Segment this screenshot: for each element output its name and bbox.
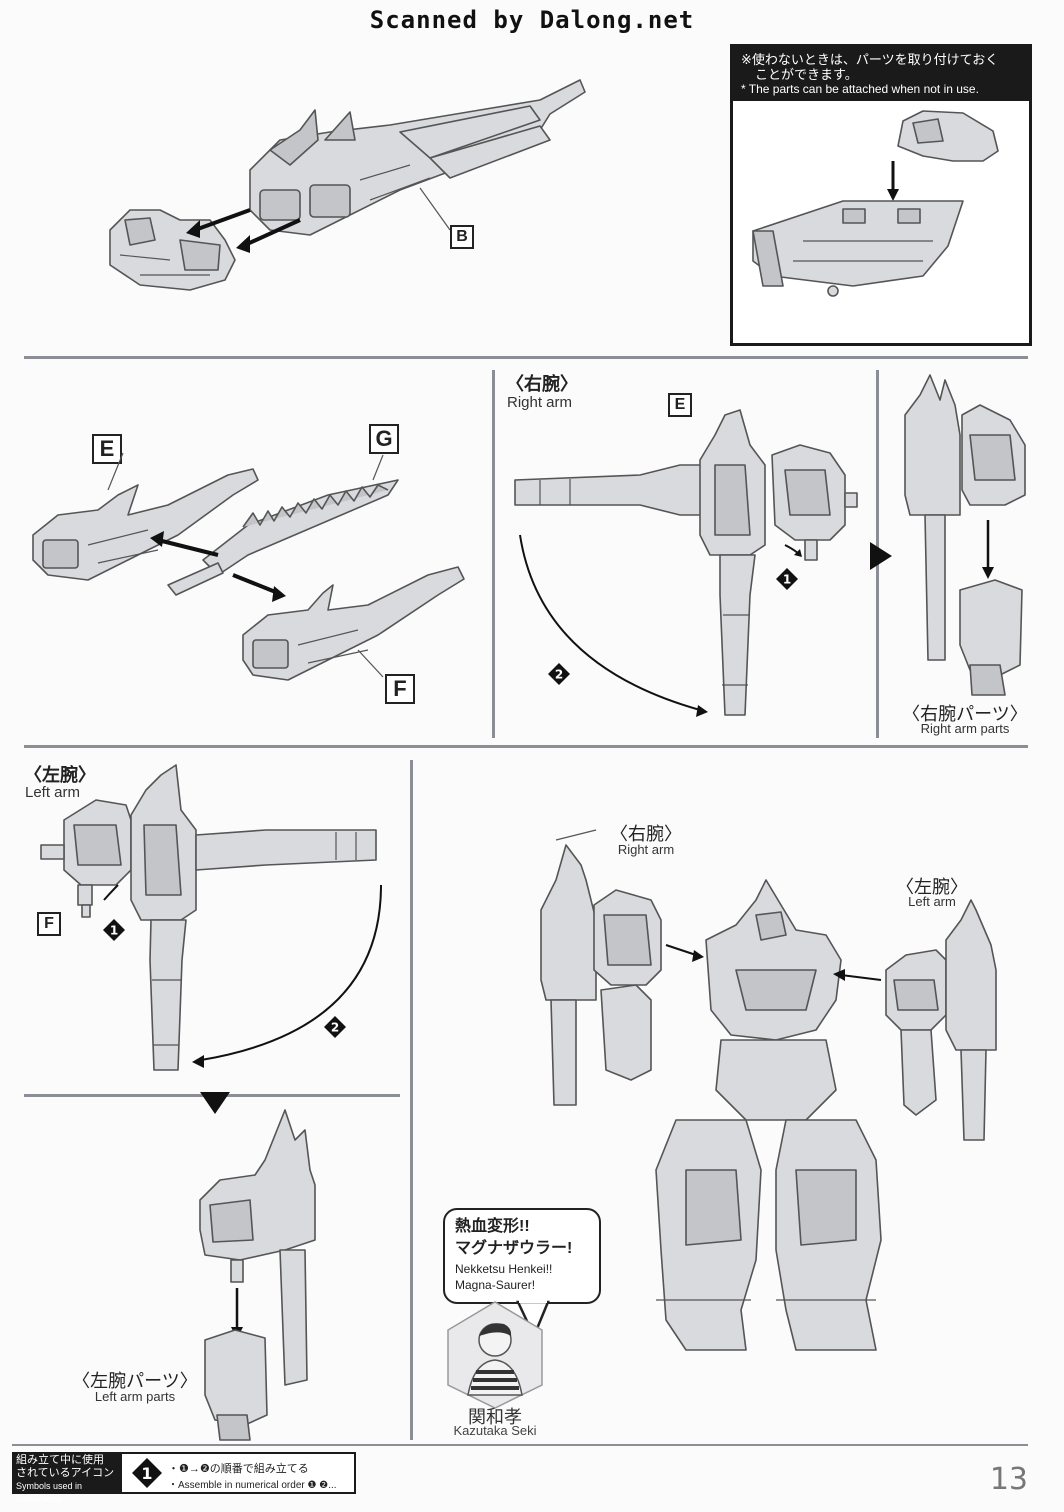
right-arm-title-jp: 〈右腕〉	[506, 374, 578, 394]
weapon-combine-illustration	[32, 452, 465, 681]
character-portrait	[447, 1301, 543, 1409]
svg-text:1: 1	[110, 924, 118, 938]
icon-legend-desc: 1 ・❶→❷の順番で組み立てる ・Assemble in numerical o…	[120, 1452, 356, 1494]
legend-jp-line2: されているアイコン	[16, 1467, 115, 1479]
left-arm-parts-en: Left arm parts	[94, 1389, 176, 1404]
left-arm-illustration	[40, 764, 382, 1071]
right-arm-parts-en: Right arm parts	[920, 721, 1010, 736]
step-2-icon-right: 2	[548, 663, 570, 685]
divider-footer	[12, 1444, 1028, 1446]
legend-desc-jp: ・❶→❷の順番で組み立てる	[168, 1463, 309, 1475]
svg-text:1: 1	[141, 1464, 152, 1483]
part-label-g: G	[369, 424, 399, 454]
part-label-f: F	[385, 674, 415, 704]
note-box: ※使わないときは、パーツを取り付けておく ことができます。 * The part…	[730, 44, 1032, 346]
svg-text:2: 2	[331, 1021, 339, 1035]
next-step-arrow	[870, 542, 892, 570]
left-arm-parts-jp: 〈左腕パーツ〉	[72, 1371, 198, 1391]
divider-vertical-3	[410, 760, 413, 1440]
divider-vertical-1	[492, 370, 495, 738]
legend-en: Symbols used in instructions	[16, 1481, 83, 1504]
speech-bubble-tail	[516, 1299, 550, 1340]
note-jp-line1: ※使わないときは、パーツを取り付けておく	[741, 52, 999, 67]
character-name-en: Kazutaka Seki	[453, 1423, 537, 1438]
svg-text:1: 1	[783, 573, 791, 587]
left-arm-title-en: Left arm	[25, 784, 81, 801]
final-right-arm-en: Right arm	[617, 842, 675, 857]
speech-en-line2: Magna-Saurer!	[455, 1278, 536, 1292]
left-arm-parts-illustration	[199, 1109, 316, 1441]
right-arm-parts-illustration	[904, 374, 1026, 696]
right-arm-title-en: Right arm	[507, 394, 573, 411]
down-step-arrow	[200, 1092, 230, 1114]
final-right-arm-jp: 〈右腕〉	[610, 824, 682, 844]
step-1-icon-right: 1	[776, 568, 798, 590]
part-label-f-leftarm: F	[37, 912, 61, 936]
character-name-jp: 関和孝	[468, 1407, 522, 1427]
page-number: 13	[989, 1462, 1028, 1497]
note-jp-line2: ことができます。	[755, 67, 858, 82]
part-label-e-rightarm: E	[668, 393, 692, 417]
weapon-b-illustration	[109, 79, 586, 291]
final-robot-illustration	[540, 829, 997, 1351]
svg-text:2: 2	[555, 668, 563, 682]
left-arm-title-jp: 〈左腕〉	[24, 765, 96, 785]
note-stand-illustration	[752, 110, 999, 297]
part-label-b: B	[450, 225, 474, 249]
right-arm-illustration	[514, 409, 858, 717]
step-2-icon-left: 2	[324, 1016, 346, 1038]
speech-bubble: 熱血変形!! マグナザウラー! Nekketsu Henkei!! Magna-…	[443, 1208, 601, 1304]
speech-jp-line1: 熱血変形!!	[455, 1218, 530, 1235]
legend-desc-en: ・Assemble in numerical order ❶ ❷...	[168, 1480, 337, 1491]
divider-top	[24, 356, 1028, 359]
final-left-arm-jp: 〈左腕〉	[896, 877, 968, 897]
divider-middle	[24, 745, 1028, 748]
final-left-arm-en: Left arm	[908, 894, 956, 909]
speech-jp-line2: マグナザウラー!	[455, 1240, 573, 1257]
icon-legend-box: 組み立て中に使用 されているアイコン Symbols used in instr…	[12, 1452, 120, 1504]
numbered-step-icon: 1	[132, 1458, 162, 1488]
step-1-icon-left: 1	[103, 919, 125, 941]
scan-credit: Scanned by Dalong.net	[369, 6, 695, 34]
right-arm-parts-jp: 〈右腕パーツ〉	[902, 704, 1028, 724]
note-header: ※使わないときは、パーツを取り付けておく ことができます。 * The part…	[733, 47, 1029, 101]
note-en: * The parts can be attached when not in …	[741, 82, 979, 96]
speech-en-line1: Nekketsu Henkei!!	[455, 1262, 553, 1276]
part-label-e: E	[92, 434, 122, 464]
legend-jp-line1: 組み立て中に使用	[16, 1454, 104, 1466]
